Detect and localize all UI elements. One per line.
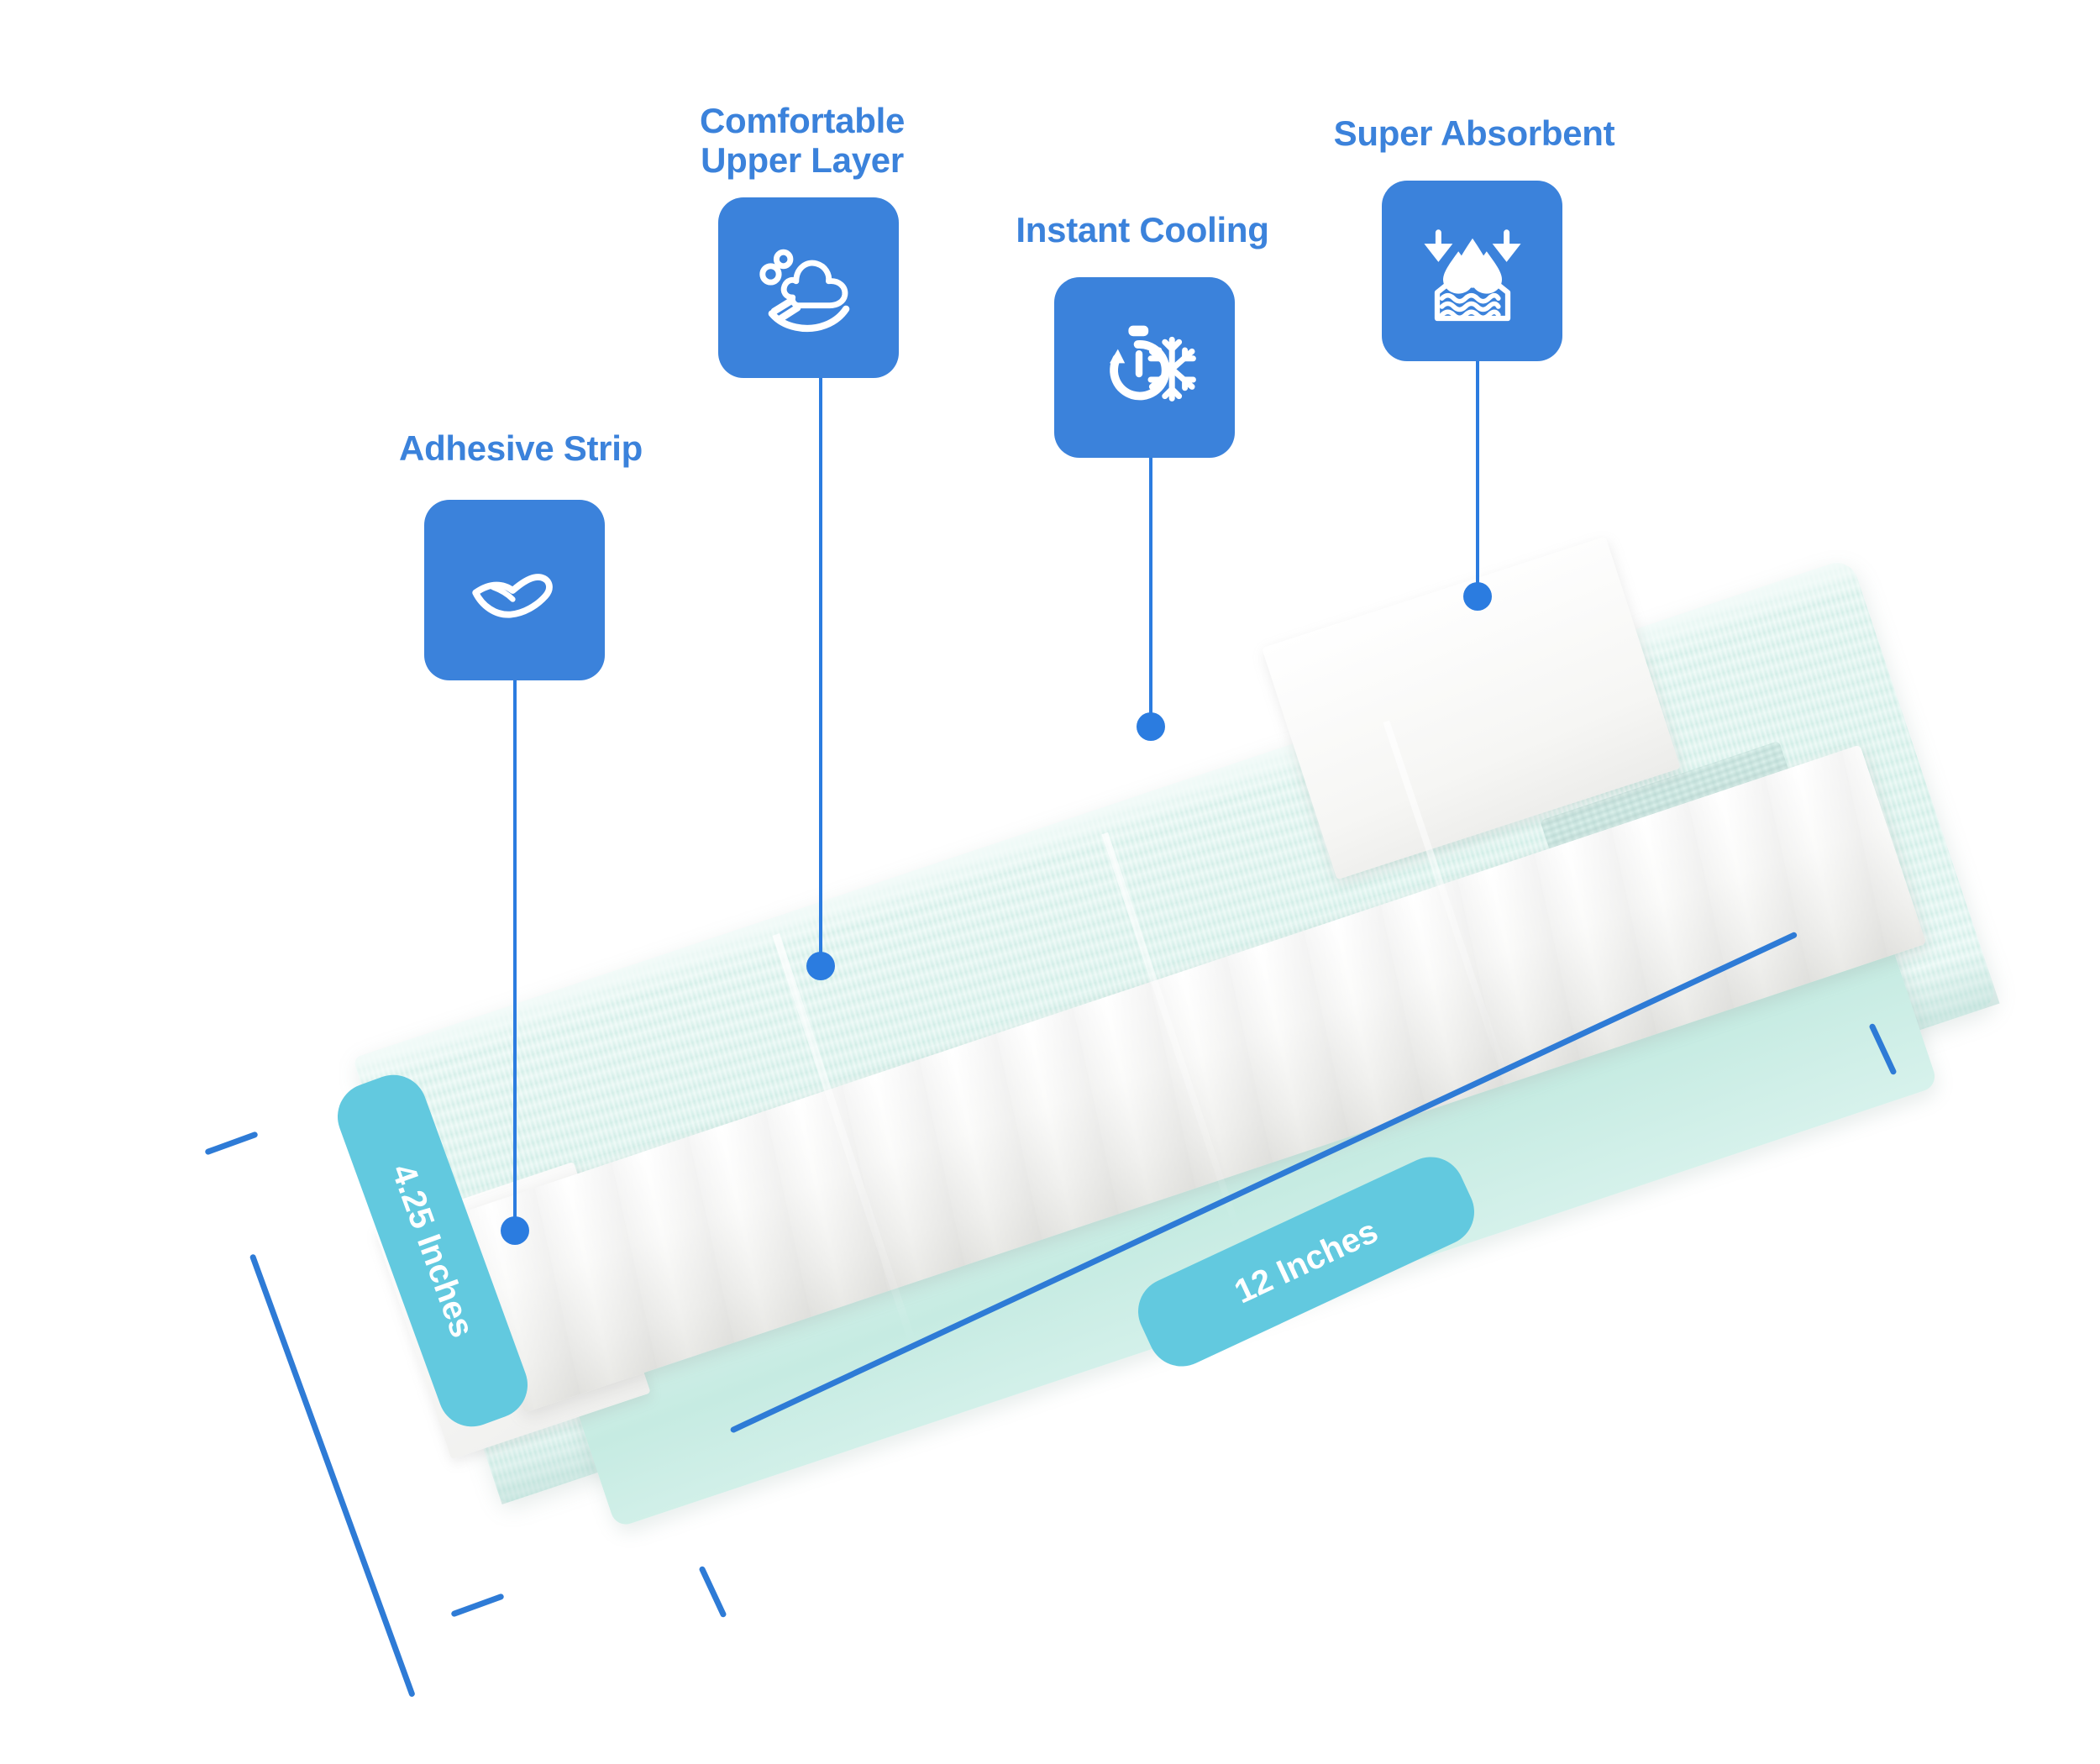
adhesive-strip-icon [471,573,553,618]
connector-dot-adhesive-strip [501,1216,529,1245]
dimension-cap-width-end [450,1593,505,1618]
connector-line-comfortable-upper-layer [819,378,822,966]
feature-icon-tile-adhesive-strip[interactable] [424,500,605,680]
connector-line-adhesive-strip [513,680,517,1231]
connector-dot-instant-cooling [1137,712,1165,741]
dimension-cap-width-start [204,1131,259,1156]
feature-label-comfortable-upper-layer: Comfortable Upper Layer [699,101,906,181]
connector-dot-super-absorbent [1463,582,1492,611]
connector-line-super-absorbent [1476,361,1479,596]
feature-label-adhesive-strip: Adhesive Strip [399,428,643,468]
feature-icon-tile-super-absorbent[interactable] [1382,181,1562,361]
maternity-pad [353,536,2016,1551]
feature-icon-tile-comfortable-upper-layer[interactable] [718,197,899,378]
water-drops-absorb-icon [1423,228,1521,321]
hand-cloud-icon [759,249,849,332]
feature-icon-tile-instant-cooling[interactable] [1054,277,1235,458]
feature-label-super-absorbent: Super Absorbent [1333,113,1615,153]
connector-line-instant-cooling [1149,458,1152,727]
connector-dot-comfortable-upper-layer [806,952,835,980]
feature-label-instant-cooling: Instant Cooling [1016,210,1269,249]
stopwatch-snowflake-icon [1109,325,1196,402]
